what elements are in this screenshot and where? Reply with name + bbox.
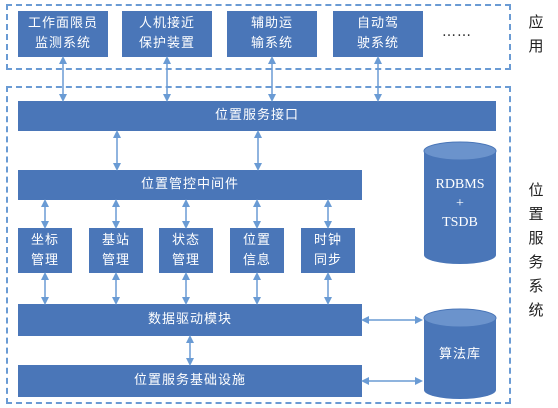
module-label: 时钟 同步 bbox=[313, 232, 342, 268]
location-service-interface: 位置服务接口 bbox=[18, 101, 496, 131]
location-service-infrastructure: 位置服务基础设施 bbox=[18, 365, 362, 397]
location-service-interface-label: 位置服务接口 bbox=[214, 108, 299, 123]
app-box-auxiliary-transport: 辅助运 输系统 bbox=[227, 11, 317, 57]
app-box-label: 人机接近 保护装置 bbox=[138, 16, 195, 51]
application-layer-label: 应 用 bbox=[528, 13, 546, 55]
module-label: 状态 管理 bbox=[171, 232, 200, 268]
module-coordinate-management: 坐标 管理 bbox=[18, 228, 72, 273]
module-label: 基站 管理 bbox=[101, 232, 130, 268]
app-box-label: 自动驾 驶系统 bbox=[356, 16, 399, 51]
location-control-middleware-label: 位置管控中间件 bbox=[140, 177, 239, 192]
location-control-middleware: 位置管控中间件 bbox=[18, 170, 362, 200]
service-system-label: 位 置 服 务 系 统 bbox=[528, 181, 546, 319]
module-label: 位置 信息 bbox=[242, 232, 271, 268]
data-driver-module: 数据驱动模块 bbox=[18, 304, 362, 336]
more-apps-ellipsis: …… bbox=[442, 24, 472, 40]
data-driver-module-label: 数据驱动模块 bbox=[147, 312, 232, 327]
service-system-container bbox=[6, 86, 511, 404]
application-layer-container bbox=[6, 4, 511, 70]
app-box-headcount-monitoring: 工作面限员 监测系统 bbox=[18, 11, 108, 57]
app-box-label: 工作面限员 监测系统 bbox=[27, 16, 98, 51]
database-label-algorithm-library: 算法库 bbox=[438, 347, 481, 362]
app-box-label: 辅助运 输系统 bbox=[250, 16, 293, 51]
module-status-management: 状态 管理 bbox=[159, 228, 213, 273]
module-clock-sync: 时钟 同步 bbox=[301, 228, 355, 273]
database-label-rdbms-tsdb: RDBMS + TSDB bbox=[435, 177, 485, 230]
app-box-proximity-protection: 人机接近 保护装置 bbox=[122, 11, 212, 57]
module-basestation-management: 基站 管理 bbox=[89, 228, 143, 273]
module-label: 坐标 管理 bbox=[30, 232, 59, 268]
location-service-infrastructure-label: 位置服务基础设施 bbox=[133, 373, 246, 388]
app-box-autonomous-driving: 自动驾 驶系统 bbox=[333, 11, 423, 57]
module-location-info: 位置 信息 bbox=[230, 228, 284, 273]
database-cylinder-algorithm-library bbox=[423, 308, 497, 399]
database-cylinder-rdbms-tsdb bbox=[423, 141, 497, 264]
